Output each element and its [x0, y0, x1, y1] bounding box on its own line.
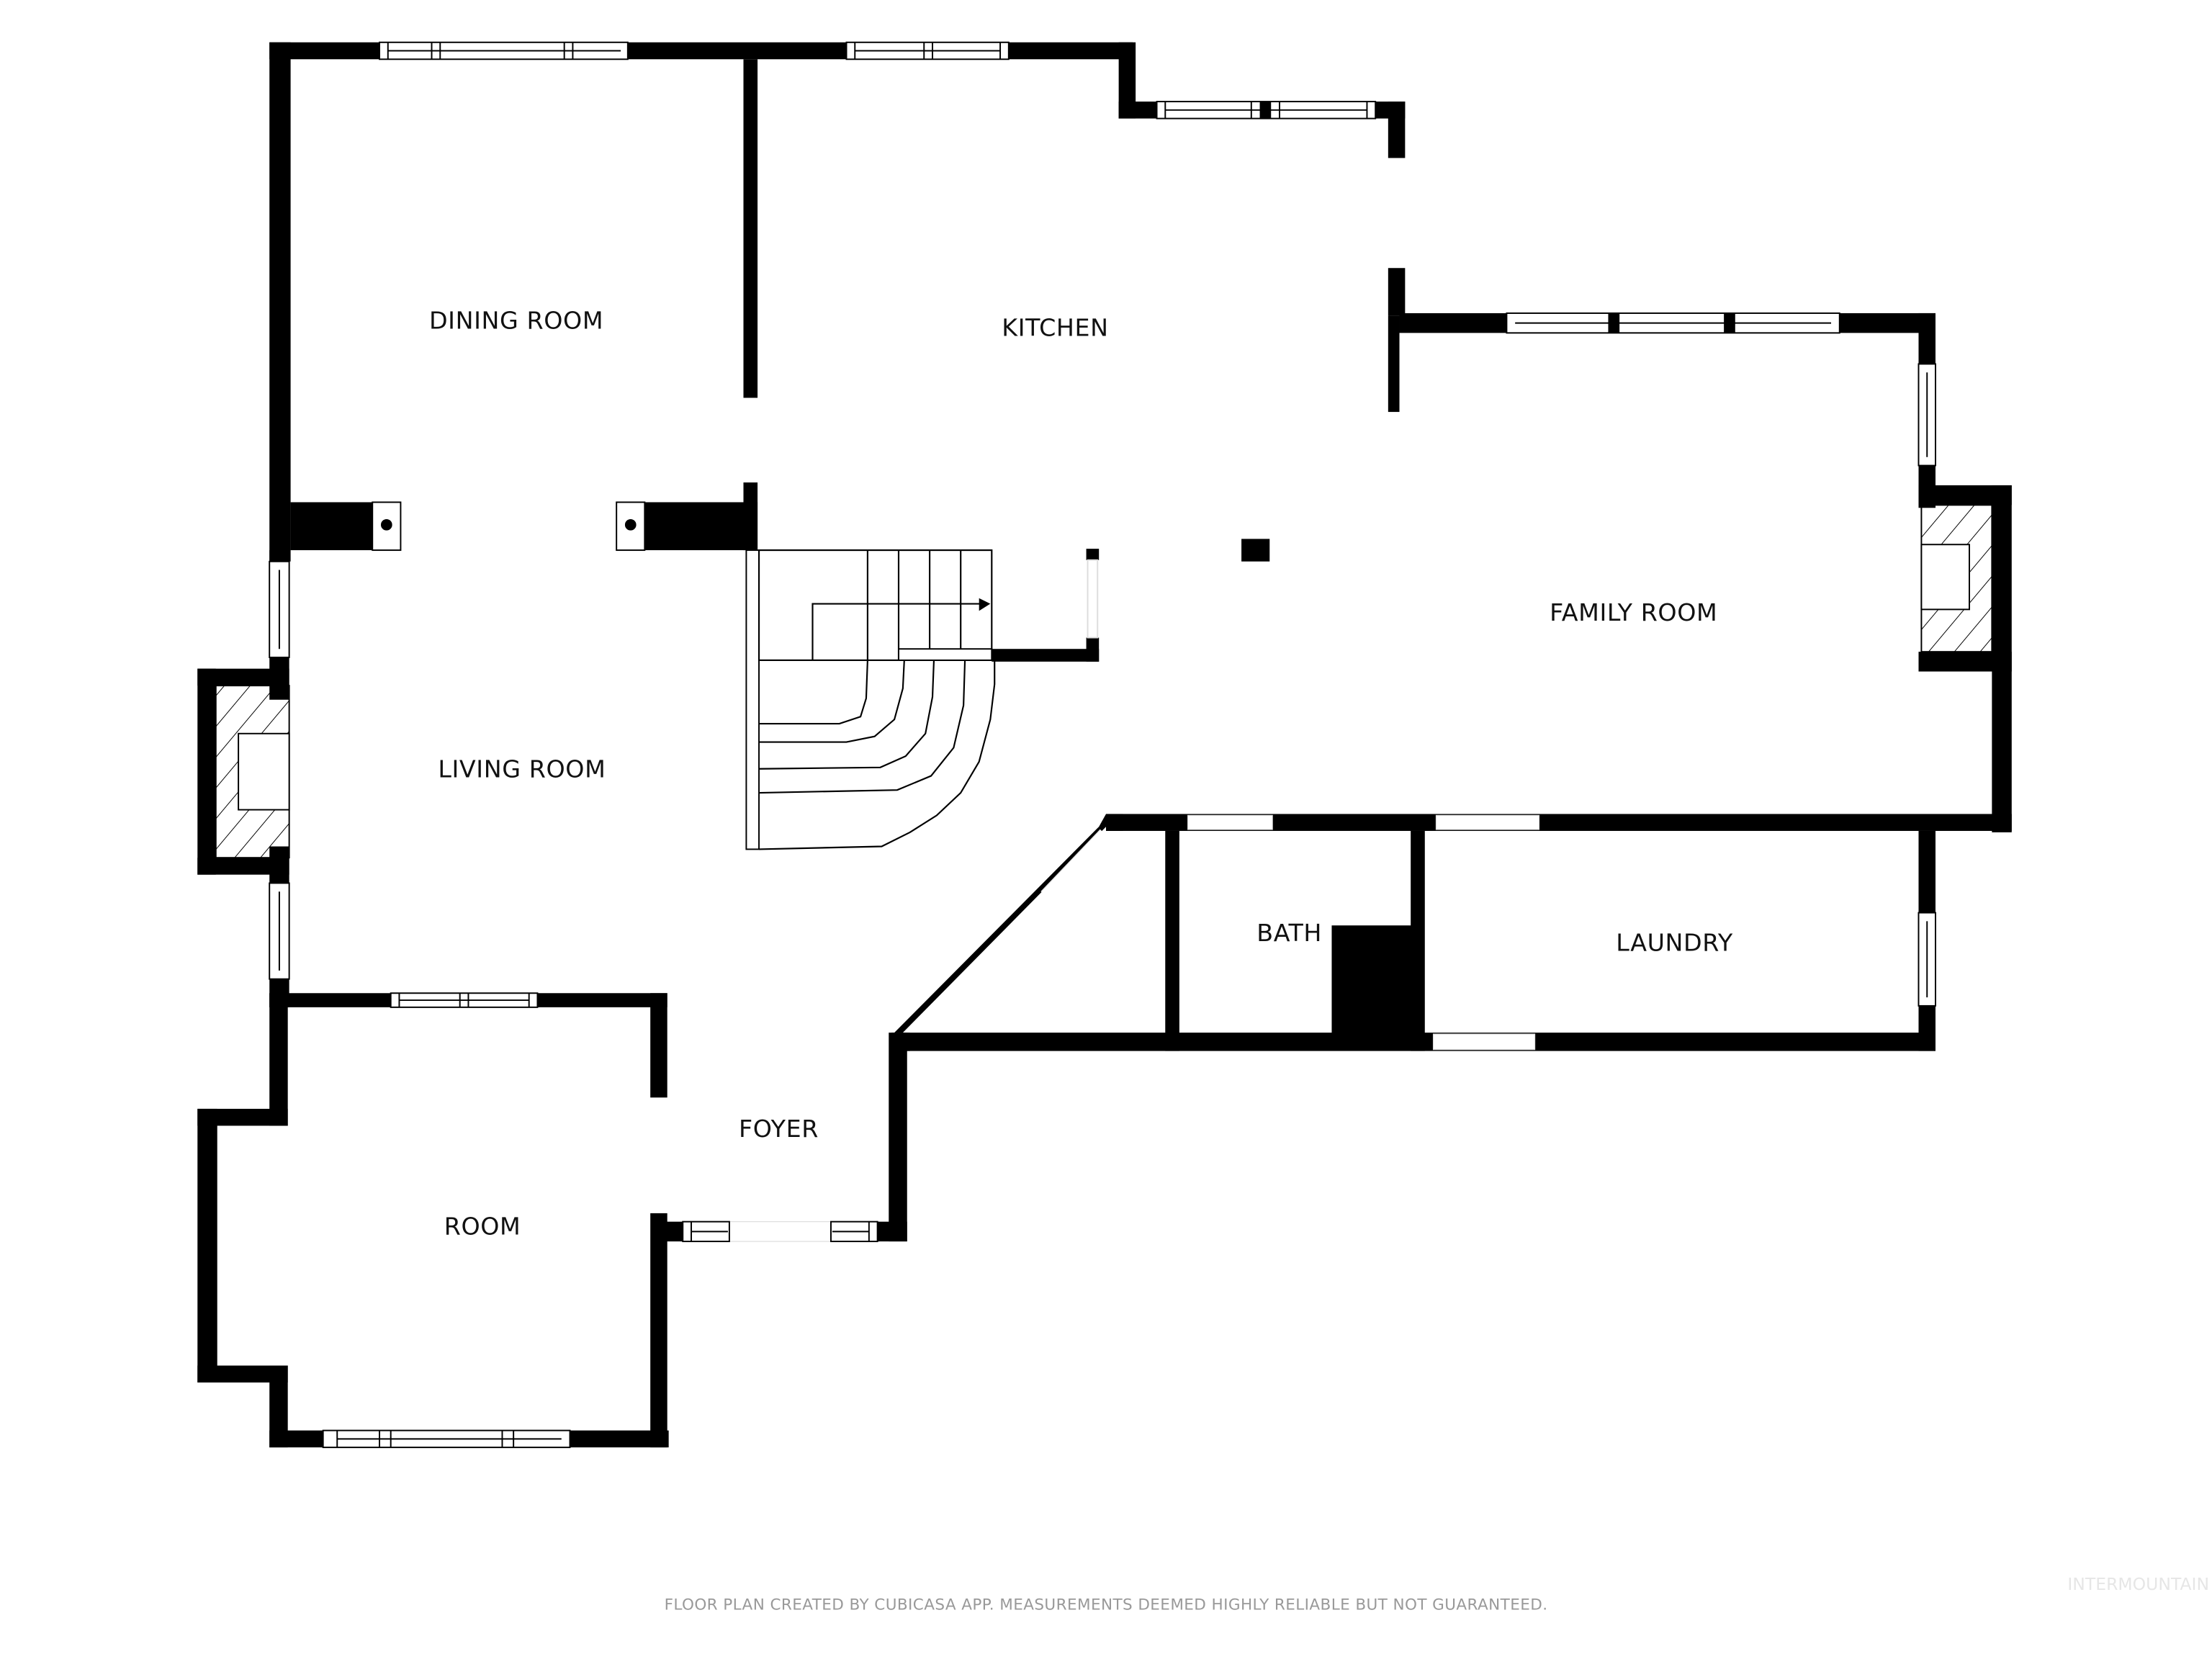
family-fireplace — [1920, 504, 1993, 653]
family-window-right — [1917, 363, 1936, 467]
label-dining-room: DINING ROOM — [429, 306, 603, 334]
family-room-walls — [1106, 313, 2012, 832]
kitchen-window-top — [845, 41, 1010, 60]
label-family-room: FAMILY ROOM — [1550, 598, 1717, 626]
family-window-top — [1506, 312, 1840, 334]
living-room-walls — [197, 550, 289, 1007]
label-room: ROOM — [444, 1212, 521, 1240]
kitchen-walls — [1118, 42, 1936, 413]
bath-laundry-walls — [891, 814, 1936, 1051]
footer-disclaimer: FLOOR PLAN CREATED BY CUBICASA APP. MEAS… — [665, 1596, 1548, 1614]
foyer-walls — [662, 1033, 907, 1243]
label-bath: BATH — [1256, 919, 1322, 947]
dining-window — [379, 41, 629, 60]
watermark: INTERMOUNTAIN — [2067, 1574, 2209, 1594]
label-laundry: LAUNDRY — [1616, 928, 1733, 956]
living-fireplace — [215, 685, 290, 859]
kitchen-window-right — [1156, 101, 1377, 120]
living-windows — [269, 560, 290, 980]
staircase — [745, 549, 1100, 850]
label-kitchen: KITCHEN — [1002, 313, 1108, 341]
label-foyer: FOYER — [739, 1115, 819, 1143]
label-living-room: LIVING ROOM — [438, 755, 606, 783]
dining-room-walls — [269, 42, 1133, 562]
room-walls — [197, 992, 669, 1449]
